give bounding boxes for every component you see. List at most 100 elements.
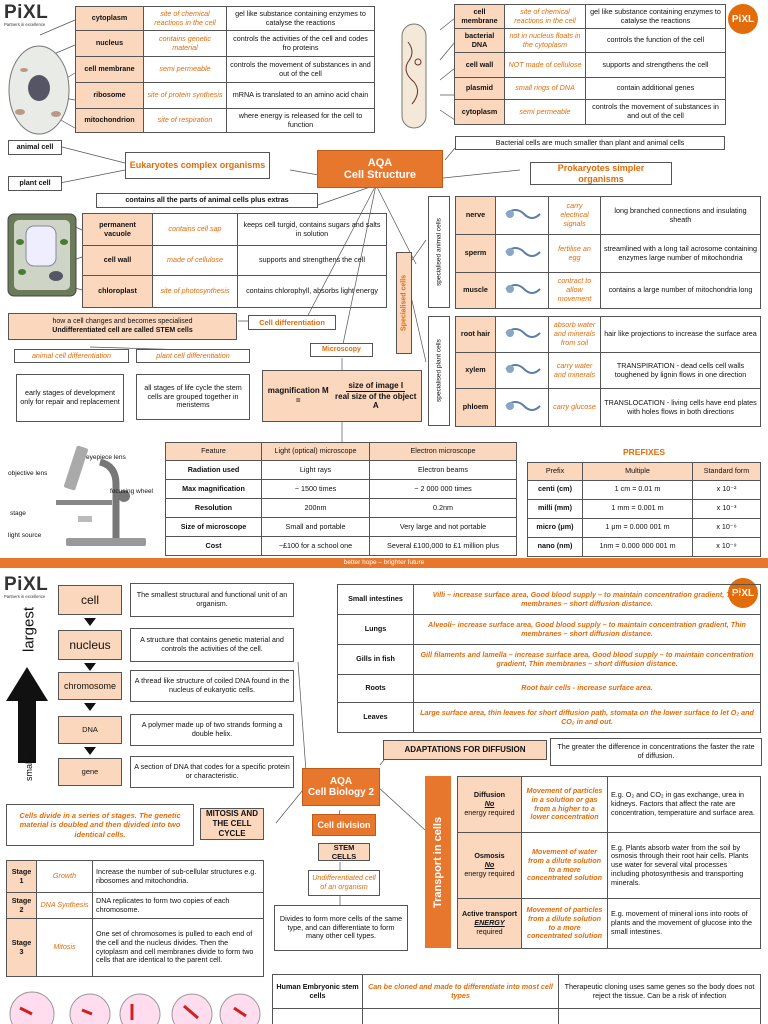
- microscope-header-cell: Light (optical) microscope: [261, 442, 370, 461]
- specialised-plant-cell-picture: [495, 352, 549, 389]
- stage-description: Increase the number of sub-cellular stru…: [92, 860, 264, 893]
- differentiation-text: how a cell changes and becomes specialis…: [8, 313, 237, 340]
- animal-organelle-function: site of respiration: [143, 108, 227, 133]
- stage-name: DNA Synthesis: [36, 892, 93, 919]
- prefixes-title-row: PREFIXES: [528, 442, 761, 462]
- plant-organelle-function: contains cell sap: [152, 213, 238, 246]
- prefix-cell: x 10⁻³: [692, 498, 761, 519]
- bacterial-part-function: semi permeable: [504, 99, 586, 125]
- adaptation-description: Villi – increase surface area, Good bloo…: [413, 584, 761, 615]
- bacterial-part-label: plasmid: [454, 77, 505, 100]
- plant-extra-note: contains all the parts of animal cells p…: [96, 193, 318, 208]
- stem-cells-type: Human Embryonic stem cells: [272, 974, 363, 1009]
- animal-cell-label: animal cell: [8, 140, 62, 155]
- hierarchy-term: cell: [58, 585, 122, 615]
- animal-organelle-function: site of protein synthesis: [143, 82, 227, 109]
- prokaryotes-box: Prokaryotes simpler organisms: [530, 162, 672, 185]
- specialised-plant-cell-description: TRANSLOCATION - living cells have end pl…: [600, 388, 761, 427]
- microscope-row: Max magnification~ 1500 times~ 2 000 000…: [165, 479, 517, 499]
- microscope-cell: 200nm: [261, 498, 370, 518]
- transport-type-part: Osmosis: [474, 851, 505, 861]
- prefix-cell: nano (nm): [527, 536, 583, 557]
- transport-type-part: energy required: [464, 868, 515, 878]
- stage-number: Stage 2: [6, 892, 37, 919]
- footer-banner: better hope – brighter future: [0, 558, 768, 568]
- plant-differentiation-label: plant cell differentiation: [136, 349, 250, 363]
- animal-organelle-description: controls the activities of the cell and …: [226, 30, 375, 57]
- specialised-animal-cell-function: carry electrical signals: [548, 196, 601, 235]
- adaptations-note: The greater the difference in concentrat…: [550, 738, 762, 766]
- adaptation-organ: Lungs: [337, 614, 414, 645]
- bacterial-part-function: small rings of DNA: [504, 77, 586, 100]
- undifferentiated-box: Undifferentiated cell of an organism: [308, 870, 380, 896]
- transport-type-part: energy required: [464, 807, 515, 817]
- adaptation-organ: Small intestines: [337, 584, 414, 615]
- microscope-cell: ~ 1500 times: [261, 479, 370, 499]
- specialised-plant-cell-label: root hair: [455, 316, 496, 353]
- down-arrow-icon: [84, 663, 96, 671]
- specialised-plant-cell-function: carry glucose: [548, 388, 601, 427]
- stage-name: Mitosis: [36, 918, 93, 977]
- specialised-animal-cell-label: nerve: [455, 196, 496, 235]
- specialised-animal-cell-description: streamlined with a long tail acrosome co…: [600, 234, 761, 273]
- adaptations-title: ADAPTATIONS FOR DIFFUSION: [383, 740, 547, 760]
- bacterial-part-description: gel like substance containing enzymes to…: [585, 4, 726, 29]
- specialised-animal-label: specialised animal cells: [428, 196, 450, 308]
- cell-divide-note: Cells divide in a series of stages. The …: [6, 804, 194, 846]
- animal-organelle-description: gel like substance containing enzymes to…: [226, 6, 375, 31]
- stage-description: One set of chromosomes is pulled to each…: [92, 918, 264, 977]
- stem-cells-cell-cropped: [362, 1008, 559, 1024]
- microscope-cell: Resolution: [165, 498, 262, 518]
- cell-differentiation-label: Cell differentiation: [248, 315, 336, 330]
- adaptation-organ: Leaves: [337, 702, 414, 733]
- microscope-cell: Cost: [165, 536, 262, 556]
- specialised-plant-cell-function: carry water and minerals: [548, 352, 601, 389]
- specialised-animal-cell-picture: [495, 234, 549, 273]
- plant-cell-label: plant cell: [8, 176, 62, 191]
- plant-cell-icon: [7, 213, 77, 297]
- microscope-cell: 0.2nm: [369, 498, 517, 518]
- microscope-cell: Radiation used: [165, 460, 262, 480]
- transport-type-part: Active transport: [461, 909, 518, 919]
- animal-organelle-label: mitochondrion: [75, 108, 144, 133]
- bacterial-part-function: NOT made of cellulose: [504, 52, 586, 78]
- stem-cells-use: Can be cloned and made to differentiate …: [362, 974, 559, 1009]
- eukaryotes-box: Eukaryotes complex organisms: [125, 152, 270, 179]
- prefixes-header-cell: Multiple: [582, 461, 693, 481]
- adaptation-organ: Gills in fish: [337, 644, 414, 675]
- specialised-animal-cell-description: contains a large number of mitochondria …: [600, 272, 761, 309]
- bacterial-part-label: bacterial DNA: [454, 28, 505, 53]
- microscope-cell: Very large and not portable: [369, 517, 517, 537]
- stem-cells-cell-cropped: [558, 1008, 761, 1024]
- plant-organelle-label: chloroplast: [82, 275, 153, 308]
- plant-organelle-function: site of photosynthesis: [152, 275, 238, 308]
- specialised-animal-cell-label: sperm: [455, 234, 496, 273]
- focusing-wheel-label: focusing wheel: [110, 488, 153, 495]
